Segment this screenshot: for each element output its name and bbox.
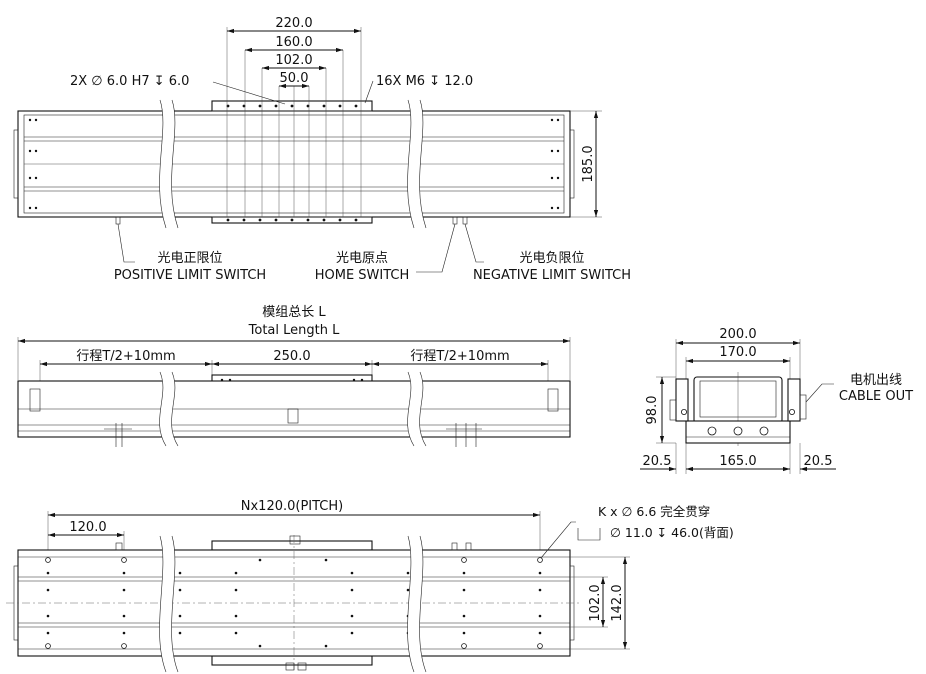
pin-hole-note: 2X ∅ 6.0 H7 ↧ 6.0 <box>70 74 189 89</box>
home-en: HOME SWITCH <box>315 268 410 283</box>
hole-note-2: ∅ 11.0 ↧ 46.0(背面) <box>610 525 734 540</box>
top-view: 220.0 160.0 102.0 50.0 2X ∅ 6.0 H7 ↧ 6.0… <box>13 16 631 283</box>
dim-220: 220.0 <box>275 16 312 31</box>
dim-98: 98.0 <box>645 396 660 425</box>
end-view: 200.0 170.0 电机出线 CABLE OUT 98.0 <box>640 327 913 474</box>
dim-120: 120.0 <box>69 520 106 535</box>
bottom-view: Nx120.0(PITCH) 120.0 <box>6 499 734 673</box>
dim-165: 165.0 <box>719 454 756 469</box>
carriage-length: 250.0 <box>273 349 310 364</box>
total-length-en: Total Length L <box>248 323 340 338</box>
neg-limit-en: NEGATIVE LIMIT SWITCH <box>473 268 631 283</box>
stroke-right: 行程T/2+10mm <box>410 349 509 364</box>
neg-limit-cn: 光电负限位 <box>519 251 584 266</box>
dim-50: 50.0 <box>280 71 309 86</box>
hole-note-1: K x ∅ 6.6 完全贯穿 <box>598 504 710 519</box>
pos-limit-en: POSITIVE LIMIT SWITCH <box>114 268 266 283</box>
carriage-holes-top <box>226 104 358 222</box>
dim-170: 170.0 <box>719 345 756 360</box>
pitch-label: Nx120.0(PITCH) <box>241 499 343 514</box>
dim-102-bottom: 102.0 <box>588 584 603 621</box>
dim-20-left: 20.5 <box>643 454 672 469</box>
side-view: 模组总长 L Total Length L 行程T/2+10mm 250.0 行… <box>17 305 571 447</box>
bottom-hole-grid <box>45 557 543 649</box>
dim-142: 142.0 <box>610 584 625 621</box>
pos-limit-cn: 光电正限位 <box>157 251 222 266</box>
dim-160: 160.0 <box>275 35 312 50</box>
stroke-left: 行程T/2+10mm <box>76 349 175 364</box>
tapped-hole-note: 16X M6 ↧ 12.0 <box>376 74 473 89</box>
dim-102: 102.0 <box>275 53 312 68</box>
total-length-cn: 模组总长 L <box>262 305 326 320</box>
cable-out-cn: 电机出线 <box>850 373 902 388</box>
dim-20-right: 20.5 <box>804 454 833 469</box>
dim-200: 200.0 <box>719 327 756 342</box>
cable-out-en: CABLE OUT <box>839 389 913 404</box>
dim-185: 185.0 <box>581 145 596 182</box>
home-cn: 光电原点 <box>336 251 388 266</box>
body-corner-dots <box>28 118 560 210</box>
